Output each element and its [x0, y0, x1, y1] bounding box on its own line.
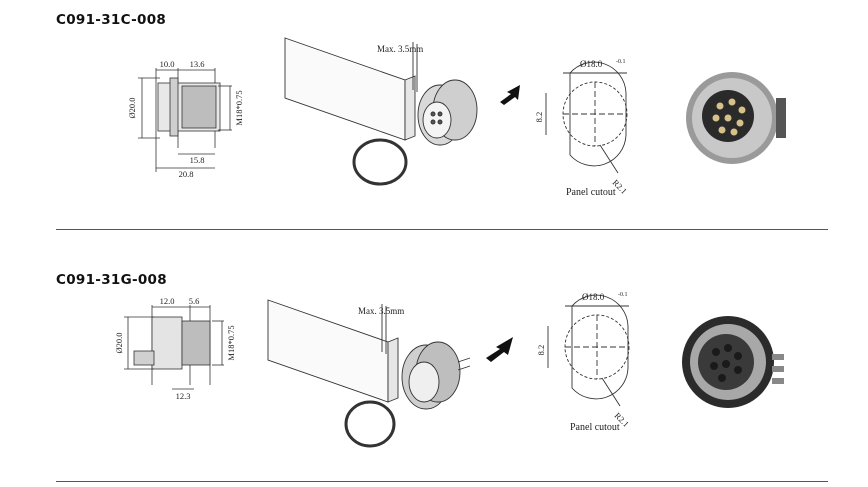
- panel-cutout-drawing: Ø18.0 -0.1 8.2 R2.1 Panel cutout: [536, 292, 631, 433]
- assembly-illustration: Max. 3.5mm: [267, 299, 513, 448]
- arrow-icon: [486, 337, 513, 362]
- dim-diameter: Ø20.0: [127, 97, 137, 118]
- arrow-icon: [500, 85, 520, 105]
- cutout-diameter-tol: -0.1: [618, 292, 628, 298]
- section-divider: [56, 481, 828, 482]
- dim-mid: 15.8: [190, 155, 205, 165]
- section-divider: [56, 229, 828, 230]
- dim-top-left: 12.0: [160, 296, 175, 306]
- dim-bottom: 12.3: [176, 391, 191, 401]
- panel-cutout-label: Panel cutout: [566, 187, 616, 198]
- dim-top-right: 5.6: [189, 296, 200, 306]
- dim-top-right: 13.6: [190, 59, 205, 69]
- connector-photo: [686, 72, 786, 164]
- cutout-flat: 8.2: [534, 112, 544, 123]
- panel-cutout-drawing: Ø18.0 -0.1 8.2 R2.1 Panel cutout: [534, 59, 629, 198]
- panel-cutout-label: Panel cutout: [570, 422, 620, 433]
- connector-photo: [682, 316, 784, 408]
- product-section-c091-31c-008: C091-31C-008 10.0 13.6 Ø20.0 M18*0.75 15…: [0, 0, 868, 232]
- dim-thread: M18*0.75: [234, 90, 244, 125]
- cutout-diameter: Ø18.0: [580, 59, 603, 69]
- dim-thread: M18*0.75: [226, 325, 236, 360]
- max-thickness-label: Max. 3.5mm: [377, 44, 423, 54]
- product-section-c091-31g-008: C091-31G-008 12.0 5.6 Ø20.0 M18*0.75 12.…: [0, 250, 868, 487]
- assembly-illustration: Max. 3.5mm: [284, 37, 520, 186]
- cutout-diameter: Ø18.0: [582, 292, 605, 302]
- product-code-title: C091-31G-008: [56, 272, 167, 288]
- cutout-diameter-tol: -0.1: [616, 59, 626, 65]
- max-thickness-label: Max. 3.5mm: [358, 306, 404, 316]
- dim-diameter: Ø20.0: [114, 332, 124, 353]
- cutout-flat: 8.2: [536, 345, 546, 356]
- dim-bottom: 20.8: [179, 169, 194, 179]
- dimension-drawing: 12.0 5.6 Ø20.0 M18*0.75 12.3: [114, 296, 236, 401]
- dimension-drawing: 10.0 13.6 Ø20.0 M18*0.75 15.8 20.8: [127, 59, 244, 179]
- product-code-title: C091-31C-008: [56, 12, 167, 28]
- dim-top-left: 10.0: [160, 59, 175, 69]
